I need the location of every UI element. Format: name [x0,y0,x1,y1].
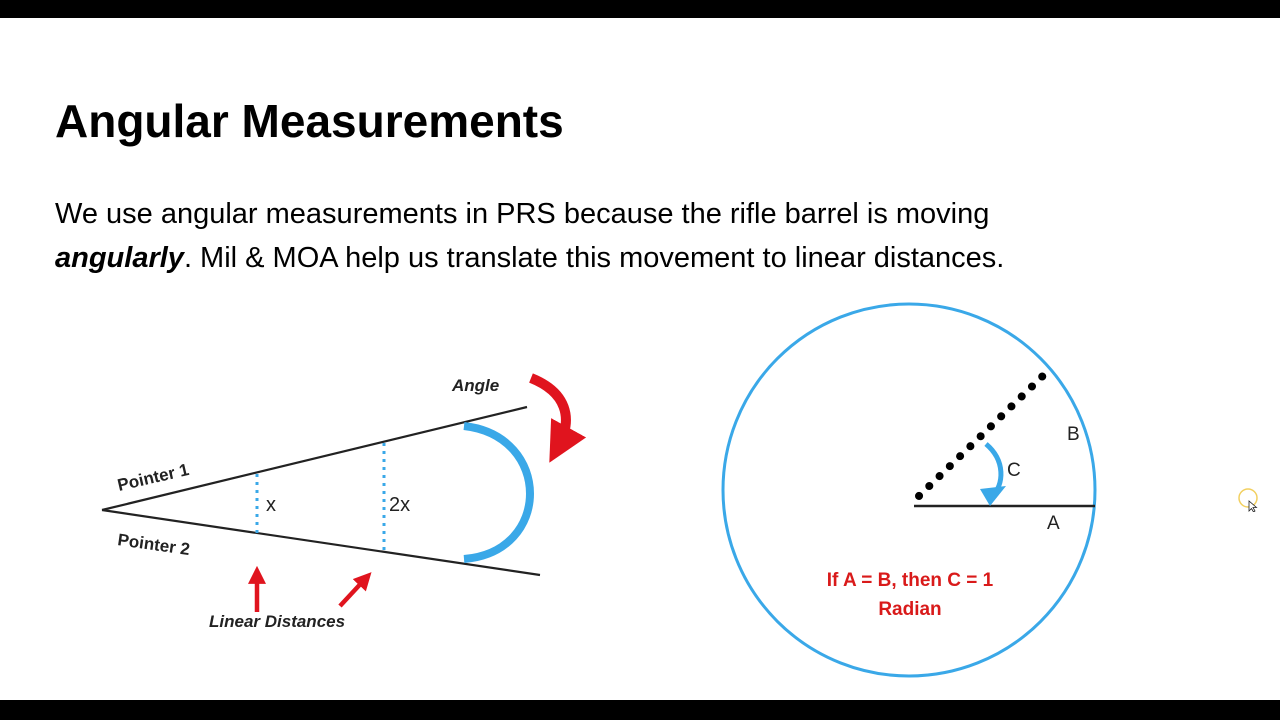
left-angle-diagram: Angle Pointer 1 Pointer 2 x 2x Linear Di… [101,373,587,631]
radian-diagram: B C A If A = B, then C = 1 Radian [721,302,1097,678]
body-text-emphasis: angularly [55,242,184,274]
label-c: C [1007,460,1021,481]
label-b: B [1067,424,1080,445]
angle-c-arrowhead [980,486,1006,506]
pointer-2-label: Pointer 2 [116,530,191,559]
label-a: A [1047,513,1060,534]
linear-distances-label: Linear Distances [209,612,345,631]
2x-label: 2x [389,494,410,516]
body-text-part-2: . Mil & MOA help us translate this movem… [183,242,1005,274]
radian-rule-line-1: If A = B, then C = 1 [827,570,994,591]
angle-arc [463,422,534,563]
cursor-highlight-ring-icon [1238,488,1258,508]
radian-rule-line-2: Radian [878,599,941,620]
pointer-1-label: Pointer 1 [116,460,191,495]
x-label: x [266,494,276,516]
straight-arrow-icon [338,572,372,608]
pointer-2-line [101,508,541,577]
angle-label: Angle [451,376,499,395]
slide-title: Angular Measurements [55,95,564,147]
curved-arrow-icon [528,373,587,463]
cursor-arrow-icon [1248,500,1258,512]
pointer-1-line [101,405,528,512]
body-text-part-1: We use angular measurements in PRS becau… [55,198,990,230]
slide: Angular Measurements We use angular meas… [0,18,1280,700]
mouse-cursor [1238,488,1258,512]
slide-body-text: We use angular measurements in PRS becau… [55,192,1205,280]
radian-circle [721,302,1097,678]
radius-dotted-line [915,365,1054,500]
